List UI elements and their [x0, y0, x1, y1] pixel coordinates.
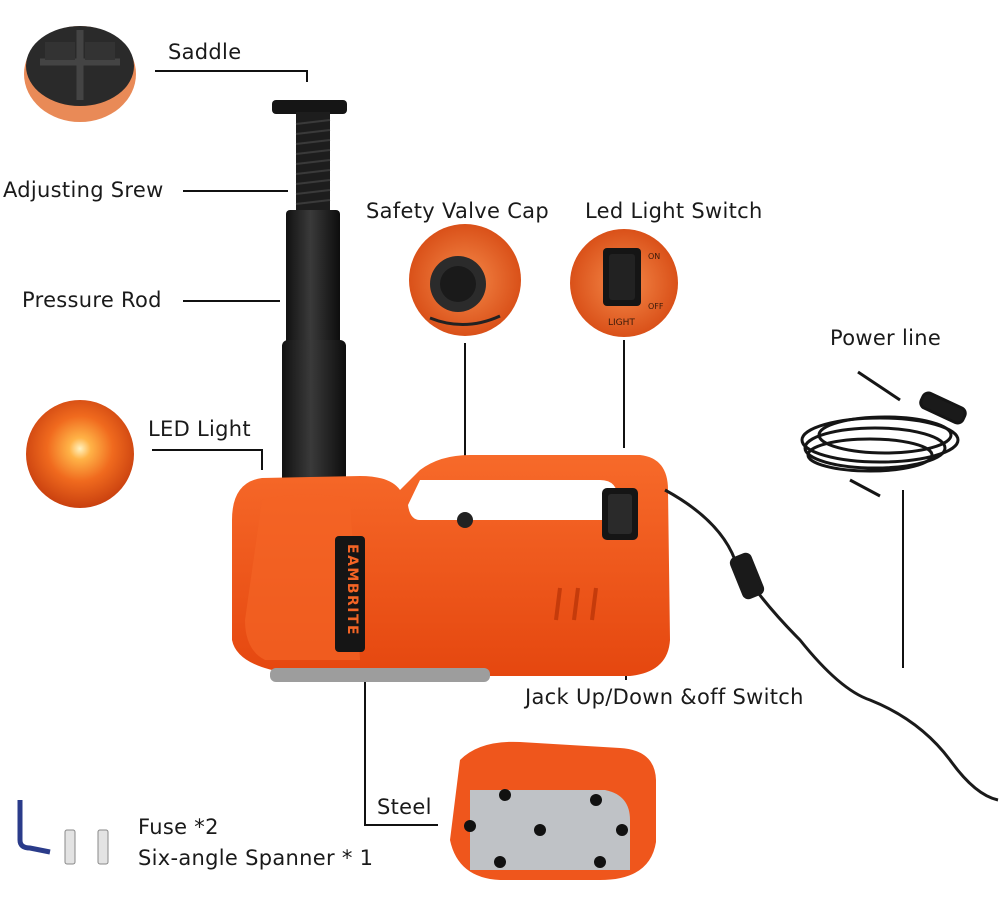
label-spanner: Six-angle Spanner * 1	[138, 846, 374, 870]
safety-valve-cap-inset-image	[409, 224, 521, 336]
accessories-image	[17, 800, 109, 865]
jack-body	[232, 455, 670, 682]
label-jack-switch: Jack Up/Down &off Switch	[525, 685, 804, 709]
switch-on-text: ON	[648, 252, 661, 261]
led-switch-inset-image	[570, 229, 678, 337]
steel-base-inset-image	[450, 741, 656, 880]
label-power-line: Power line	[830, 326, 942, 350]
leader-lines	[152, 70, 904, 826]
led-light-inset-image	[26, 400, 134, 508]
label-steel: Steel	[377, 795, 432, 819]
label-led-light: LED Light	[148, 417, 251, 441]
label-fuse: Fuse *2	[138, 815, 219, 839]
label-led-light-switch: Led Light Switch	[585, 199, 763, 223]
label-pressure-rod: Pressure Rod	[22, 288, 162, 312]
label-saddle: Saddle	[168, 40, 242, 64]
power-line-inset-image	[800, 370, 967, 498]
saddle-inset-image	[24, 26, 136, 122]
jack-rod-assembly	[272, 100, 347, 488]
power-cord	[664, 488, 999, 802]
brand-logo: EAMBRITE	[344, 544, 360, 637]
label-safety-valve-cap: Safety Valve Cap	[366, 199, 549, 223]
label-adjusting-screw: Adjusting Srew	[3, 178, 164, 202]
switch-light-text: LIGHT	[608, 318, 635, 328]
switch-off-text: OFF	[648, 302, 664, 311]
